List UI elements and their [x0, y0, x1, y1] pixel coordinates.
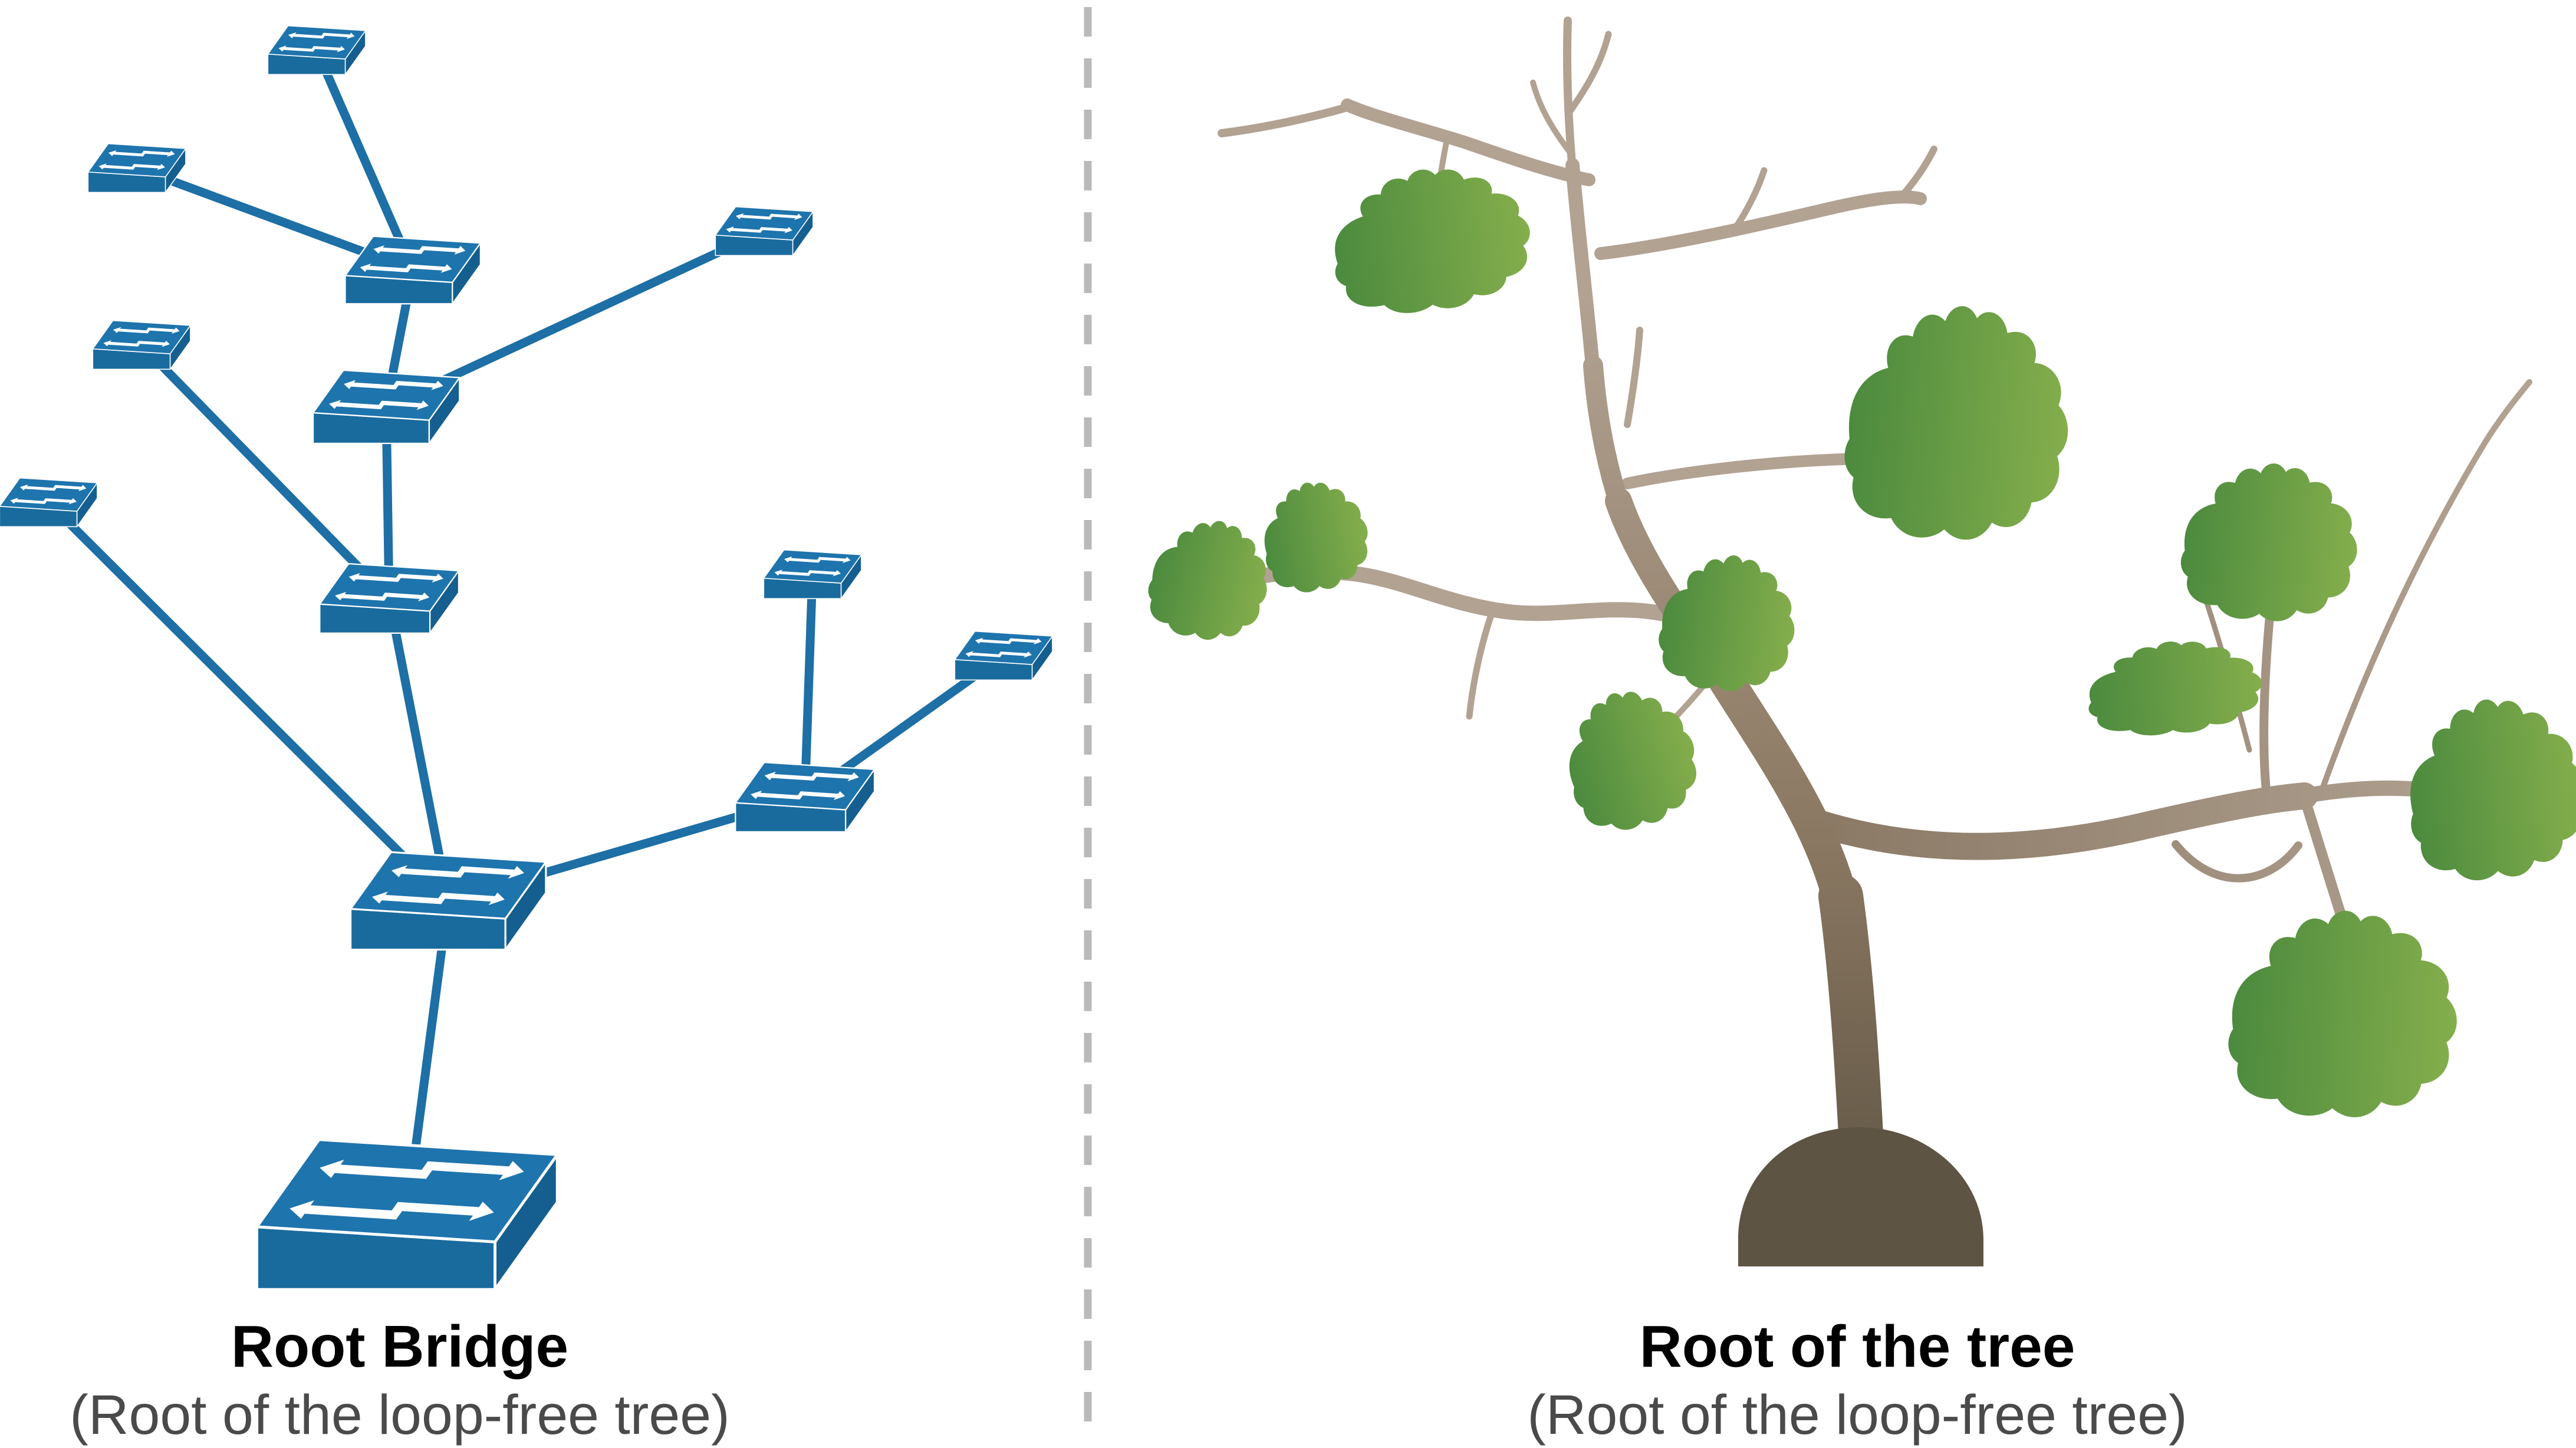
- twig-hanging-mid-left: [1466, 610, 1495, 720]
- tree-illustration: [1140, 17, 2576, 1266]
- branch-top-left: [1341, 98, 1595, 186]
- switch-small-s2: [87, 143, 186, 193]
- branch-top-right: [1594, 190, 1927, 260]
- tip-left-prong: [1530, 80, 1574, 156]
- network-link-s1-m1: [312, 48, 417, 272]
- switch-medium-m1: [344, 235, 481, 305]
- tree-bare-branches: [1218, 98, 1937, 761]
- switch-small-s3: [92, 320, 191, 370]
- network-switches: [0, 25, 1053, 1290]
- switch-medium-m3: [319, 563, 460, 634]
- trunk-top: [1565, 158, 1601, 384]
- branch-s-dip: [2172, 840, 2302, 883]
- left-panel-title: Root Bridge: [231, 1314, 568, 1380]
- root-bridge-root: [257, 1140, 558, 1289]
- network-link-m3-l1: [384, 597, 453, 902]
- root-mound: [1738, 1127, 1983, 1266]
- switch-small-s4: [715, 206, 814, 256]
- left-panel-subtitle: (Root of the loop-free tree): [70, 1384, 729, 1446]
- switch-small-s6: [763, 549, 862, 600]
- trunk-tip: [1563, 17, 1577, 181]
- leaf-cluster: [1839, 298, 2077, 548]
- network-link-s3-m3: [138, 341, 393, 602]
- leaf-cluster: [1325, 159, 1537, 321]
- branch-to-middle-cluster: [1621, 453, 1869, 489]
- switch-small-s7: [954, 630, 1053, 681]
- switch-medium-m4: [735, 762, 876, 832]
- branch-top-right-upper-prong: [1900, 146, 1937, 198]
- branch-right-main: [1802, 782, 2318, 860]
- network-link-s5-l1: [45, 499, 452, 904]
- trunk-upper: [1583, 356, 1630, 517]
- switch-small-s5: [0, 477, 98, 528]
- leaf-cluster: [2084, 635, 2265, 740]
- leaf-cluster: [2176, 456, 2364, 628]
- switch-small-s1: [267, 25, 366, 75]
- branch-top-right-spur: [1730, 167, 1768, 235]
- network-link-s6-m4: [800, 574, 817, 798]
- right-panel-subtitle: (Root of the loop-free tree): [1527, 1384, 2187, 1446]
- right-panel-title: Root of the tree: [1640, 1314, 2075, 1380]
- leaf-cluster: [2400, 692, 2576, 886]
- leaf-cluster: [2225, 904, 2463, 1124]
- leaf-cluster: [1653, 547, 1803, 699]
- trunk-bend: [1707, 660, 1861, 929]
- leaf-cluster: [1140, 509, 1279, 651]
- twig-thin-long: [2320, 379, 2532, 790]
- switch-large-l1: [350, 851, 547, 951]
- tip-right-prong: [1566, 31, 1612, 116]
- branch-top-left-tip: [1218, 102, 1356, 137]
- trunk-left-spur: [1624, 327, 1643, 428]
- switch-medium-m2: [312, 369, 460, 445]
- network-links: [45, 48, 1006, 1215]
